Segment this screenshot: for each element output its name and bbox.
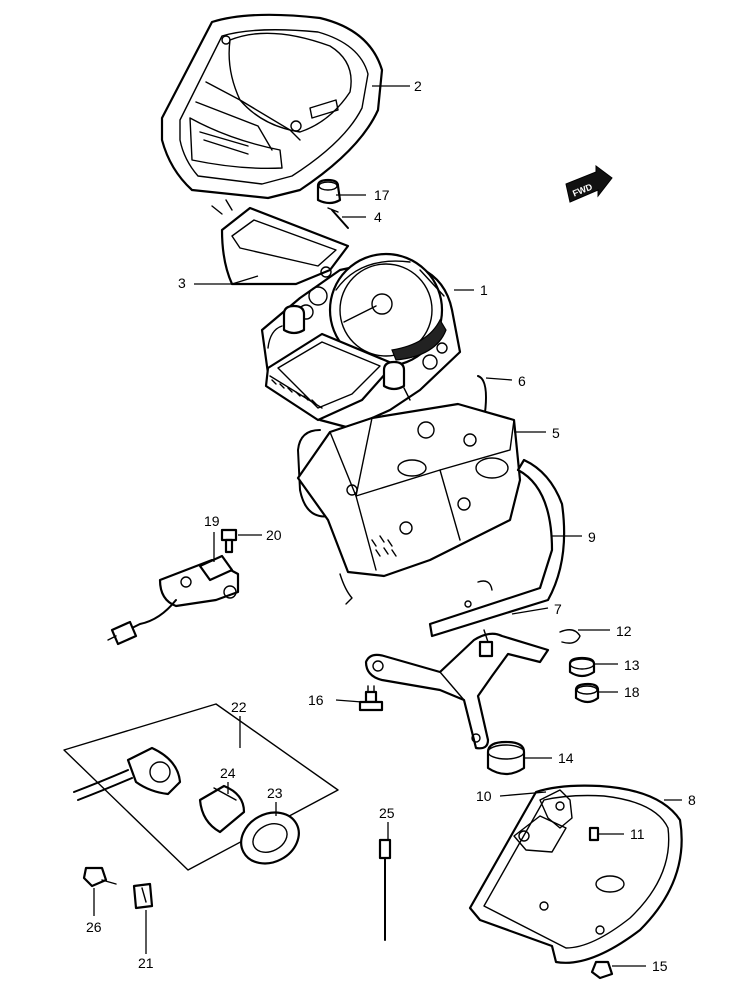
bolt-16: [358, 685, 384, 712]
callout-14: 14: [558, 750, 574, 766]
callout-4: 4: [374, 209, 382, 225]
callout-21: 21: [138, 955, 154, 971]
callout-labels: 2 17 4 3 1 6 5 9 7 12 13 18 16 14 10 8 1…: [86, 78, 696, 974]
cushion-9: [339, 458, 566, 638]
grommet-13: [568, 656, 596, 678]
socket-kit-22: [63, 703, 339, 871]
meter-lower-case-5: [296, 402, 522, 578]
cable-tie-25: [378, 838, 392, 941]
meter-upper-cover: [160, 13, 384, 200]
meter-bracket-7: [364, 632, 550, 750]
callout-13: 13: [624, 657, 640, 673]
callout-18: 18: [624, 684, 640, 700]
callout-24: 24: [220, 765, 236, 781]
callout-23: 23: [267, 785, 283, 801]
bolt-in-bracket: [478, 629, 494, 658]
forward-direction-badge: FWD: [565, 165, 613, 203]
callout-22: 22: [231, 699, 247, 715]
meter-lens-3: [211, 199, 350, 286]
callout-15: 15: [652, 958, 668, 974]
callout-9: 9: [588, 529, 596, 545]
callout-3: 3: [178, 275, 186, 291]
callout-16: 16: [308, 692, 324, 708]
callout-12: 12: [616, 623, 632, 639]
combination-meter-1: [260, 252, 462, 430]
grommet-14: [486, 740, 526, 776]
callout-1: 1: [480, 282, 488, 298]
speed-sensor-19: [107, 554, 240, 646]
callout-2: 2: [414, 78, 422, 94]
callout-17: 17: [374, 187, 390, 203]
screw-11: [588, 826, 600, 842]
callout-19: 19: [204, 513, 220, 529]
callout-26: 26: [86, 919, 102, 935]
callout-8: 8: [688, 792, 696, 808]
callout-11: 11: [630, 826, 645, 842]
leader-lines: [93, 85, 682, 967]
callout-5: 5: [552, 425, 560, 441]
screw-4: [327, 207, 349, 229]
bulb-socket-24: [198, 784, 246, 834]
bolt-15: [590, 960, 614, 980]
grommet-17: [316, 178, 342, 205]
callout-10: 10: [476, 788, 492, 804]
clamp-21: [132, 882, 154, 910]
callout-25: 25: [379, 805, 395, 821]
bolt-26: [82, 866, 117, 888]
bolt-20: [220, 528, 238, 554]
callout-20: 20: [266, 527, 282, 543]
clip-12: [559, 629, 581, 644]
callout-6: 6: [518, 373, 526, 389]
callout-7: 7: [554, 601, 562, 617]
rubber-ring-23: [240, 811, 300, 865]
lower-cover-8: [468, 784, 683, 964]
grommet-18: [574, 682, 600, 704]
